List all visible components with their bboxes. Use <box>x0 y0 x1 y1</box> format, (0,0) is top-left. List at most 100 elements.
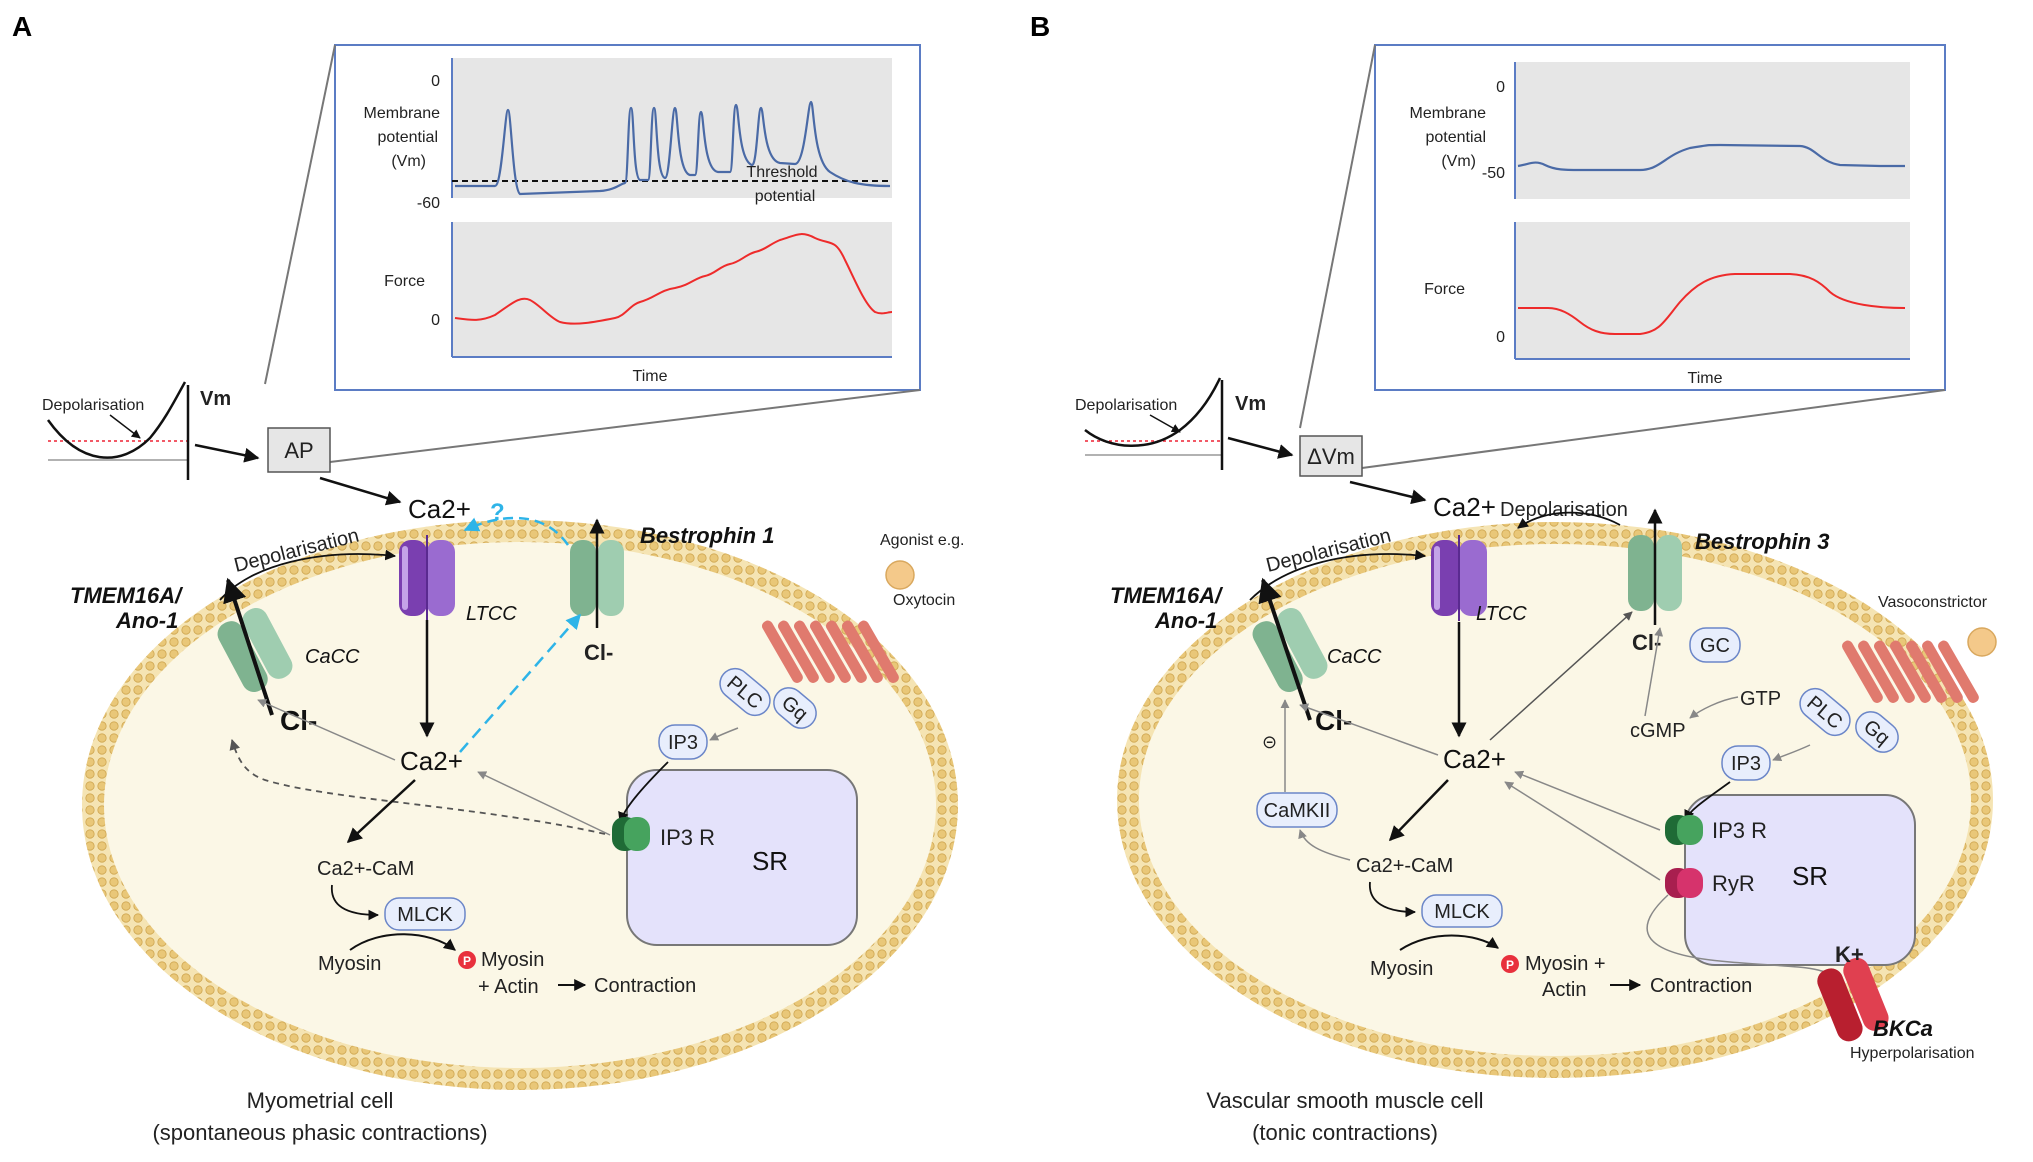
svg-text:P: P <box>463 954 471 968</box>
panel-a-depolarisation-curve: Depolarisation Vm AP <box>42 381 402 506</box>
panel-b-force-plot <box>1515 222 1910 359</box>
svg-text:Contraction: Contraction <box>594 975 696 997</box>
panel-b-ip3r <box>1665 815 1703 845</box>
panel-b-vm-trace <box>1517 143 1905 172</box>
svg-text:+ Actin: + Actin <box>478 976 539 998</box>
svg-text:Oxytocin: Oxytocin <box>893 592 955 609</box>
svg-text:(spontaneous phasic contractio: (spontaneous phasic contractions) <box>152 1120 487 1145</box>
panel-b-camkii <box>1256 792 1338 828</box>
svg-text:Myosin: Myosin <box>318 953 381 975</box>
panel-b-cell: SR LTCC Ca2+ Depolarisation Cl- Bestroph… <box>1110 492 1997 1078</box>
svg-text:potential: potential <box>755 188 816 205</box>
panel-b-gpcr <box>1842 640 1979 703</box>
svg-text:Depolarisation: Depolarisation <box>42 397 144 414</box>
svg-text:0: 0 <box>1496 329 1505 346</box>
svg-text:Ca2+: Ca2+ <box>400 746 463 776</box>
svg-text:IP3 R: IP3 R <box>1712 818 1767 843</box>
svg-text:CaCC: CaCC <box>305 646 360 668</box>
panel-b-letter: B <box>1030 11 1050 42</box>
svg-text:Cl-: Cl- <box>584 640 613 665</box>
panel-b-inset: Membrane potential (Vm) 0 -50 Force 0 Ti… <box>1374 44 1946 391</box>
svg-text:MLCK: MLCK <box>397 904 453 926</box>
panel-b-cacc <box>1252 608 1328 692</box>
svg-text:-50: -50 <box>1482 165 1505 182</box>
svg-text:(tonic contractions): (tonic contractions) <box>1252 1120 1438 1145</box>
svg-text:Depolarisation: Depolarisation <box>1075 397 1177 414</box>
panel-b-depolarisation-curve: Depolarisation Vm ΔVm <box>1075 377 1427 505</box>
panel-b-dvm-box <box>1299 435 1363 477</box>
svg-text:Vm: Vm <box>200 388 231 410</box>
svg-text:IP3: IP3 <box>668 732 698 754</box>
panel-a-force-trace <box>454 233 893 325</box>
svg-text:Contraction: Contraction <box>1650 975 1752 997</box>
svg-text:(Vm): (Vm) <box>391 153 426 170</box>
svg-text:MLCK: MLCK <box>1434 901 1490 923</box>
panel-b-bestrophin <box>1628 535 1682 611</box>
panel-a-sr <box>626 769 858 946</box>
svg-text:TMEM16A/: TMEM16A/ <box>1110 583 1224 608</box>
svg-text:⊝: ⊝ <box>1262 732 1277 752</box>
svg-text:Myosin +: Myosin + <box>1525 953 1606 975</box>
svg-text:Agonist e.g.: Agonist e.g. <box>880 532 965 549</box>
svg-text:Vascular smooth muscle cell: Vascular smooth muscle cell <box>1206 1088 1483 1113</box>
svg-text:SR: SR <box>1792 861 1828 891</box>
svg-text:(Vm): (Vm) <box>1441 153 1476 170</box>
svg-text:0: 0 <box>431 73 440 90</box>
panel-a-cacc <box>217 608 293 692</box>
svg-text:Ca2+-CaM: Ca2+-CaM <box>317 858 414 880</box>
panel-b-ltcc <box>1431 535 1487 621</box>
svg-text:LTCC: LTCC <box>466 603 517 625</box>
svg-text:Membrane: Membrane <box>1410 105 1487 122</box>
panel-a-agonist <box>885 560 915 590</box>
svg-text:Ca2+: Ca2+ <box>408 494 471 524</box>
panel-a-cell: SR LTCC Ca2+ Cl- Bestrophin 1 ? <box>70 494 965 1090</box>
panel-b-ip3 <box>1721 745 1771 781</box>
panel-a-inset: Membrane potential (Vm) 0 -60 Threshold … <box>334 44 921 391</box>
svg-text:AP: AP <box>284 438 313 463</box>
svg-text:Cl-: Cl- <box>1315 705 1352 736</box>
panel-a-ip3 <box>658 724 708 760</box>
svg-text:CaMKII: CaMKII <box>1264 800 1331 822</box>
svg-text:TMEM16A/: TMEM16A/ <box>70 583 184 608</box>
svg-text:BKCa: BKCa <box>1873 1016 1933 1041</box>
svg-text:Time: Time <box>633 368 668 385</box>
svg-text:Ca2+: Ca2+ <box>1433 492 1496 522</box>
panel-a-gpcr <box>762 620 899 683</box>
svg-text:IP3: IP3 <box>1731 753 1761 775</box>
panel-b-bkca <box>1817 957 1889 1042</box>
svg-text:Hyperpolarisation: Hyperpolarisation <box>1850 1045 1975 1062</box>
panel-b-vm-plot <box>1515 62 1910 199</box>
panel-a-bestrophin <box>570 540 624 616</box>
panel-a-ip3r <box>612 817 650 851</box>
svg-text:Actin: Actin <box>1542 979 1586 1001</box>
svg-text:Myosin: Myosin <box>1370 958 1433 980</box>
svg-text:potential: potential <box>1426 129 1487 146</box>
panel-a: A Membrane potential (Vm) 0 -60 Threshol… <box>12 11 965 1145</box>
svg-text:P: P <box>1506 958 1514 972</box>
svg-text:Cl-: Cl- <box>280 705 317 736</box>
svg-text:?: ? <box>490 499 505 526</box>
svg-text:Ano-1: Ano-1 <box>1154 608 1217 633</box>
svg-text:0: 0 <box>431 312 440 329</box>
panel-a-phospho <box>458 951 476 969</box>
svg-text:CaCC: CaCC <box>1327 646 1382 668</box>
svg-text:K+: K+ <box>1835 942 1864 967</box>
svg-text:potential: potential <box>378 129 439 146</box>
panel-a-ltcc <box>399 535 455 621</box>
panel-b-vasoconstrictor <box>1967 627 1997 657</box>
svg-text:Myometrial cell: Myometrial cell <box>247 1088 394 1113</box>
panel-a-letter: A <box>12 11 32 42</box>
panel-b-force-trace <box>1518 273 1906 335</box>
svg-text:Depolarisation: Depolarisation <box>1500 499 1628 521</box>
svg-text:Ca2+-CaM: Ca2+-CaM <box>1356 855 1453 877</box>
svg-text:cGMP: cGMP <box>1630 720 1686 742</box>
panel-a-ap-box <box>267 427 331 473</box>
svg-text:GC: GC <box>1700 635 1730 657</box>
panel-b-ryr <box>1665 868 1703 898</box>
svg-text:Time: Time <box>1688 370 1723 387</box>
svg-text:Force: Force <box>1424 281 1465 298</box>
svg-text:-60: -60 <box>417 195 440 212</box>
svg-text:RyR: RyR <box>1712 871 1755 896</box>
panel-a-vm-trace <box>455 100 891 196</box>
